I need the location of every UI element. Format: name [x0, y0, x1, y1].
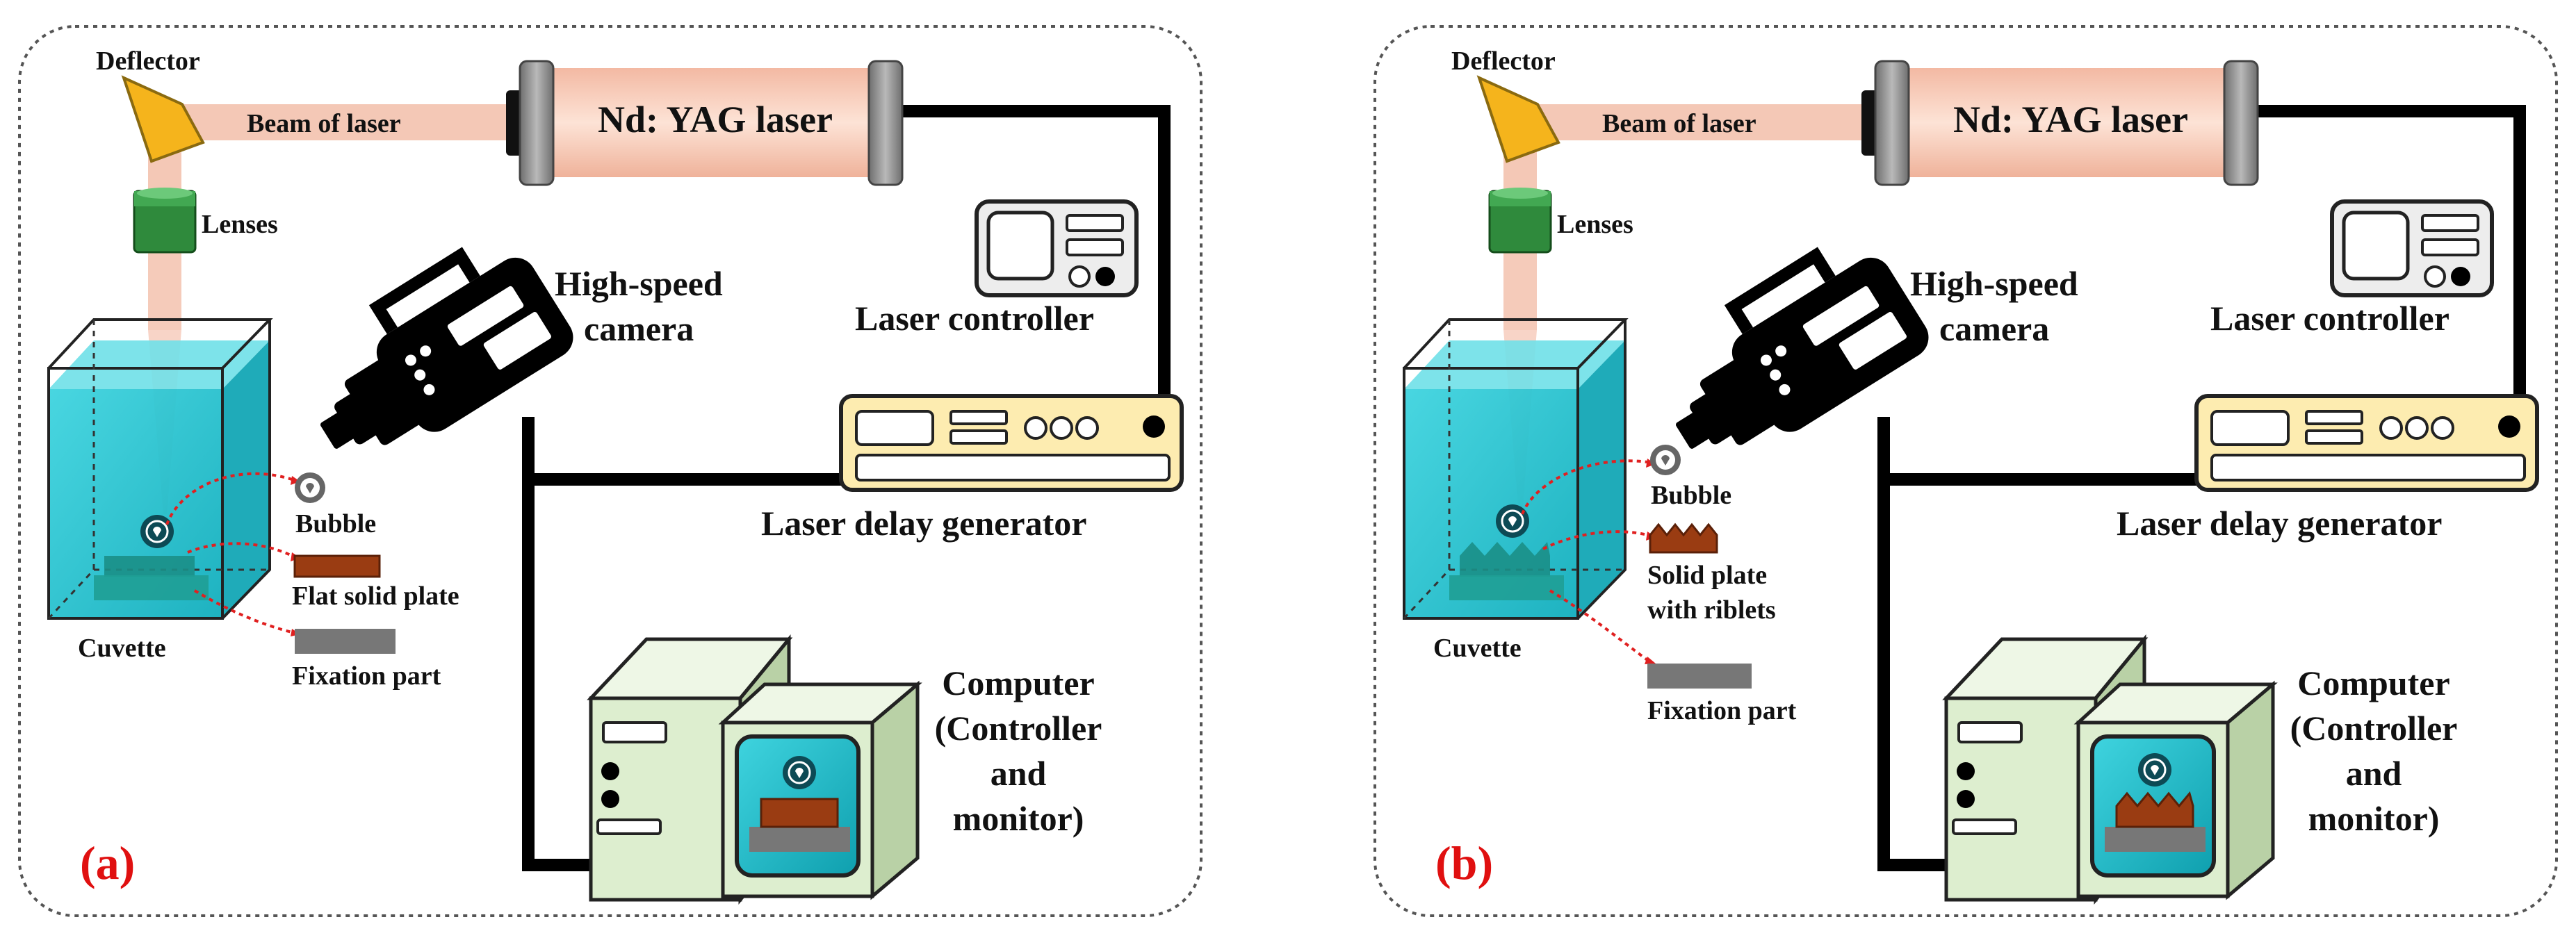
panel-a: Deflector Beam of laser Nd: YAG laser Le… — [19, 26, 1201, 916]
plate-legend-icon — [293, 554, 381, 578]
panel-tag: (b) — [1435, 837, 1493, 889]
lenses-label: Lenses — [1557, 210, 1633, 239]
generator-icon — [2196, 396, 2537, 490]
fixation-legend-icon — [1647, 664, 1752, 689]
computer-label-4: monitor) — [953, 799, 1084, 838]
plate-label-1: Solid plate — [1647, 561, 1767, 590]
beam-label: Beam of laser — [1602, 109, 1756, 138]
plate-label-2: with riblets — [1647, 595, 1776, 625]
computer-label-2: (Controller — [2290, 709, 2458, 748]
plate-label-1: Flat solid plate — [292, 582, 459, 611]
camera-icon — [284, 227, 581, 484]
lens-icon — [133, 186, 197, 254]
generator-label: Laser delay generator — [2117, 504, 2442, 543]
camera-label-1: High-speed — [1910, 264, 2078, 303]
computer-label-4: monitor) — [2308, 799, 2440, 838]
camera-label-2: camera — [1939, 309, 2049, 348]
generator-icon — [841, 396, 1182, 490]
camera-label-2: camera — [584, 309, 694, 348]
cuvette-plate-icon — [1460, 542, 1550, 577]
computer-label-1: Computer — [942, 664, 1094, 702]
lenses-label: Lenses — [202, 210, 278, 239]
cuvette-label: Cuvette — [78, 634, 166, 663]
computer-label-1: Computer — [2297, 664, 2449, 702]
fixation-link — [1549, 589, 1649, 661]
bubble-label: Bubble — [295, 509, 376, 538]
fixation-legend-icon — [295, 629, 396, 654]
lens-icon — [1488, 186, 1552, 254]
fixation-label: Fixation part — [292, 661, 441, 691]
cuvette-label: Cuvette — [1433, 634, 1522, 663]
deflector-icon — [1478, 76, 1560, 163]
bubble-icon — [1494, 503, 1531, 539]
cuvette-fixation-icon — [1449, 575, 1564, 600]
controller-icon — [977, 201, 1136, 295]
computer-icon — [591, 639, 918, 900]
bubble-legend-icon — [295, 472, 325, 503]
deflector-label: Deflector — [96, 47, 200, 76]
bubble-icon — [139, 513, 175, 550]
computer-label-3: and — [991, 754, 1047, 793]
computer-label-2: (Controller — [935, 709, 1102, 748]
panel-b: Deflector Beam of laser Nd: YAG laser Le… — [1375, 26, 2557, 916]
controller-icon — [2332, 201, 2492, 295]
controller-label: Laser controller — [2210, 299, 2449, 338]
fixation-label: Fixation part — [1647, 696, 1797, 725]
controller-label: Laser controller — [855, 299, 1094, 338]
bubble-label: Bubble — [1651, 481, 1731, 510]
cuvette-plate-icon — [104, 556, 195, 577]
fixation-link — [193, 589, 293, 634]
camera-icon — [1639, 227, 1937, 484]
beam-label: Beam of laser — [247, 109, 401, 138]
generator-label: Laser delay generator — [761, 504, 1086, 543]
computer-label-3: and — [2346, 754, 2402, 793]
bubble-legend-icon — [1650, 445, 1681, 475]
camera-label-1: High-speed — [555, 264, 723, 303]
panel-tag: (a) — [80, 837, 135, 889]
laser-label: Nd: YAG laser — [598, 99, 833, 140]
computer-icon — [1946, 639, 2273, 900]
cuvette-fixation-icon — [94, 575, 209, 600]
plate-legend-icon — [1649, 522, 1718, 554]
laser-label: Nd: YAG laser — [1953, 99, 2188, 140]
deflector-label: Deflector — [1451, 47, 1556, 76]
deflector-icon — [122, 76, 204, 163]
